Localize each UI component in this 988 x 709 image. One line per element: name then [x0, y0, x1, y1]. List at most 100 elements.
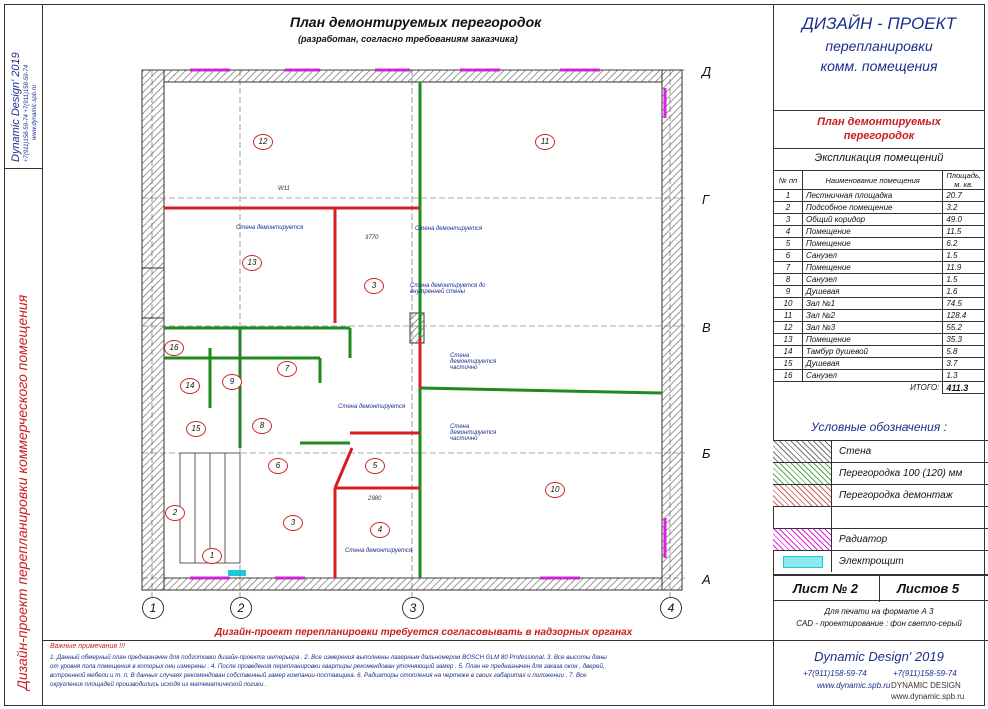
- legend-empty: [773, 506, 988, 528]
- notes-line: округления площадей производились исходя…: [50, 681, 267, 688]
- dimension: 3770: [365, 235, 379, 241]
- stairs: [179, 452, 241, 564]
- notes-line: 1. Данный обмерный план предназначен для…: [50, 654, 607, 661]
- col-num: № пп: [773, 170, 803, 190]
- approval-warning: Дизайн-проект перепланировки требуется с…: [215, 627, 633, 638]
- partitions: [164, 82, 663, 578]
- notes-line: встроенной мебели и т. п. В данных случа…: [50, 672, 587, 679]
- annotation-demolish: Стена демонтируется: [345, 548, 413, 554]
- axis-col-marker: 4: [660, 597, 682, 619]
- left-site: www.dynamic.spb.ru: [32, 84, 38, 140]
- dimension: 2980: [368, 496, 382, 502]
- dimension: W11: [278, 186, 290, 192]
- legend-title: Условные обозначения :: [811, 420, 947, 434]
- room-label: 6: [268, 458, 288, 474]
- tb-divider: [773, 148, 985, 149]
- project-heading-2: перепланировки: [825, 38, 933, 54]
- room-label: 11: [535, 134, 555, 150]
- print-notes: Для печати на формате А 3 CAD - проектир…: [773, 600, 988, 638]
- legend-panel: Электрощит: [773, 550, 988, 572]
- room-label: 15: [186, 421, 206, 437]
- room-label: 7: [277, 361, 297, 377]
- explication-title: Экспликация помещений: [814, 152, 944, 164]
- watermark: www.dynamic.spb.ru: [891, 692, 965, 701]
- room-label: 8: [252, 418, 272, 434]
- left-studio-name: Dynamic Design' 2019: [10, 52, 22, 162]
- wall-swatch: [773, 441, 832, 462]
- room-label: 3: [364, 278, 384, 294]
- sheet-row: Лист № 2 Листов 5: [773, 574, 988, 602]
- radiator-swatch: [773, 529, 832, 550]
- legend-wall: Стена: [773, 440, 988, 462]
- project-heading-3: комм. помещения: [820, 58, 938, 74]
- room-label: 2: [165, 505, 185, 521]
- col-name: Наименование помещения: [801, 170, 944, 190]
- annotation-demolish-inner: Стена демонтируется до внутренней стены: [410, 283, 486, 295]
- room-label: 1: [202, 548, 222, 564]
- sheet-name-2: перегородок: [843, 130, 915, 142]
- tb-divider: [773, 110, 985, 111]
- room-label: 13: [242, 255, 262, 271]
- panel-swatch: [773, 551, 832, 572]
- explication-table: № пп Наименование помещения Площадь, м. …: [773, 170, 985, 394]
- project-heading-1: ДИЗАЙН - ПРОЕКТ: [801, 14, 957, 33]
- electric-panel: [228, 570, 246, 576]
- annotation-demolish: Стена демонтируется: [338, 404, 406, 410]
- floor-plan: [141, 68, 685, 603]
- room-label: 14: [180, 378, 200, 394]
- axis-row-label: А: [702, 572, 711, 587]
- legend-demolish: Перегородка демонтаж: [773, 484, 988, 506]
- annotation-demolish: Стена демонтируется: [236, 225, 304, 231]
- left-strip-divider: [4, 168, 43, 169]
- annotation-demolish-partial: Стена демонтируется частично: [450, 424, 497, 442]
- plan-title: План демонтируемых перегородок: [290, 14, 542, 30]
- annotation-demolish-partial: Стена демонтируется частично: [450, 353, 497, 371]
- room-label: 16: [164, 340, 184, 356]
- left-phones: +7(911)158-59-74 +7(911)158-59-74: [24, 64, 30, 162]
- sheet-number: Лист № 2: [793, 581, 859, 596]
- total-label: ИТОГО:: [910, 383, 940, 393]
- partition-swatch: [773, 463, 832, 484]
- studio-block: Dynamic Design' 2019 +7(911)158-59-74 +7…: [773, 640, 988, 706]
- axis-row-label: Г: [702, 192, 710, 207]
- axis-row-label: Б: [702, 446, 711, 461]
- demolish-swatch: [773, 485, 832, 506]
- room-label: 9: [222, 374, 242, 390]
- notes-line: от уровня пола помещения в которых они и…: [50, 663, 605, 670]
- room-label: 5: [365, 458, 385, 474]
- notes-heading: Важные примечания !!!: [50, 643, 125, 650]
- room-label: 3: [283, 515, 303, 531]
- left-strip-border: [4, 4, 43, 706]
- total-value: 411.3: [942, 381, 985, 394]
- sheet-name-1: План демонтируемых: [817, 116, 941, 128]
- room-label: 10: [545, 482, 565, 498]
- axis-col-marker: 3: [402, 597, 424, 619]
- legend-partition: Перегородка 100 (120) мм: [773, 462, 988, 484]
- room-label: 12: [253, 134, 273, 150]
- axis-col-marker: 2: [230, 597, 252, 619]
- watermark: DYNAMIC DESIGN: [891, 681, 961, 690]
- notes-divider: [43, 640, 773, 641]
- plan-subtitle: (разработан, согласно требованиям заказч…: [298, 34, 518, 44]
- legend-radiator: Радиатор: [773, 528, 988, 550]
- axis-lines: [142, 69, 685, 603]
- axis-row-label: В: [702, 320, 711, 335]
- demolished-partitions: [164, 206, 422, 578]
- room-label: 4: [370, 522, 390, 538]
- sheets-total: Листов 5: [897, 581, 960, 596]
